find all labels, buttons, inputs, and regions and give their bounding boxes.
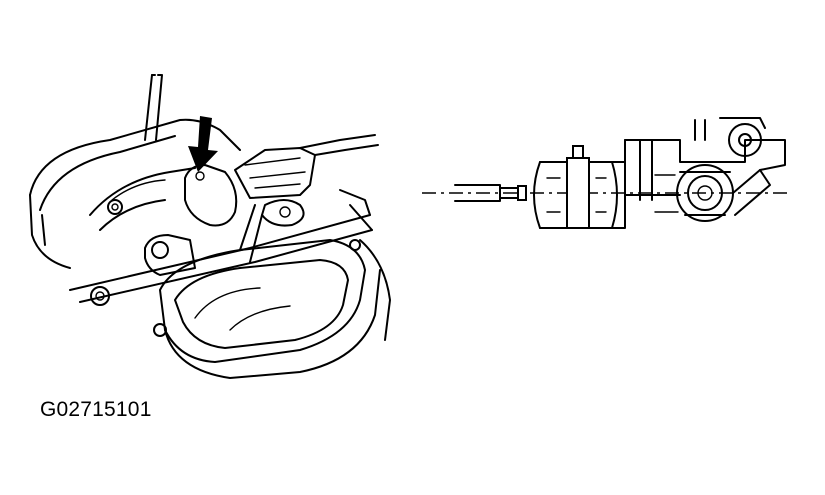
pointer-arrow-icon (188, 116, 218, 172)
shift-lever-assembly-illustration (29, 74, 391, 379)
figure-code: G02715101 (40, 398, 152, 421)
shift-cable-side-view-illustration (422, 117, 790, 229)
